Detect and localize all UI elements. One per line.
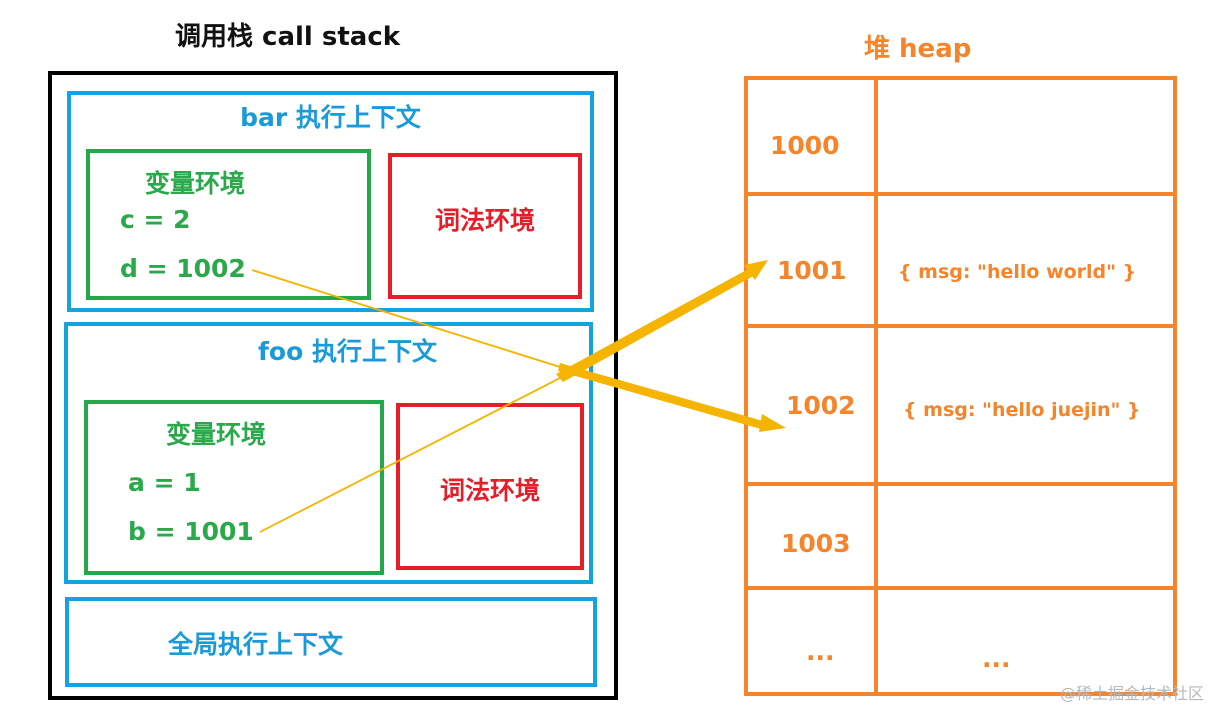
heap-row-divider: [748, 482, 1173, 486]
global-execution-context: [65, 597, 597, 687]
bar-variable-env-title: 变量环境: [145, 169, 246, 198]
heap-table: [744, 76, 1177, 696]
foo-variable-env: [84, 400, 384, 575]
foo-lexical-env: [396, 403, 584, 570]
bar-lexical-env: [388, 153, 582, 299]
var-d: d = 1002: [120, 254, 246, 283]
heap-column-divider: [874, 80, 878, 692]
bar-execution-context: [67, 91, 594, 312]
foo-execution-context: [64, 322, 593, 584]
heap-address-1001: 1001: [777, 256, 847, 285]
heap-value-more: ...: [982, 644, 1011, 673]
heap-value-1002: { msg: "hello juejin" }: [903, 399, 1141, 421]
heap-row-divider: [748, 324, 1173, 328]
var-a: a = 1: [128, 468, 201, 497]
bar-context-title: bar 执行上下文: [240, 103, 421, 132]
call-stack-title: 调用栈 call stack: [175, 22, 401, 52]
foo-lexical-env-title: 词法环境: [439, 476, 540, 505]
bar-variable-env: [86, 149, 371, 300]
global-context-title: 全局执行上下文: [168, 630, 344, 659]
arrow-b-to-1001: [259, 260, 768, 533]
var-c: c = 2: [120, 205, 191, 234]
watermark: @稀土掘金技术社区: [1059, 684, 1204, 703]
heap-row-divider: [748, 586, 1173, 590]
arrow-d-to-1002: [251, 269, 786, 432]
heap-address-more: ...: [806, 637, 835, 666]
heap-row-divider: [748, 192, 1173, 196]
heap-title: 堆 heap: [864, 34, 972, 64]
bar-lexical-env-title: 词法环境: [434, 206, 535, 235]
heap-address-1002: 1002: [786, 391, 856, 420]
heap-address-1000: 1000: [770, 131, 840, 160]
foo-variable-env-title: 变量环境: [166, 420, 267, 449]
heap-value-1001: { msg: "hello world" }: [898, 261, 1137, 283]
heap-address-1003: 1003: [781, 529, 851, 558]
foo-context-title: foo 执行上下文: [258, 337, 437, 366]
var-b: b = 1001: [128, 517, 254, 546]
